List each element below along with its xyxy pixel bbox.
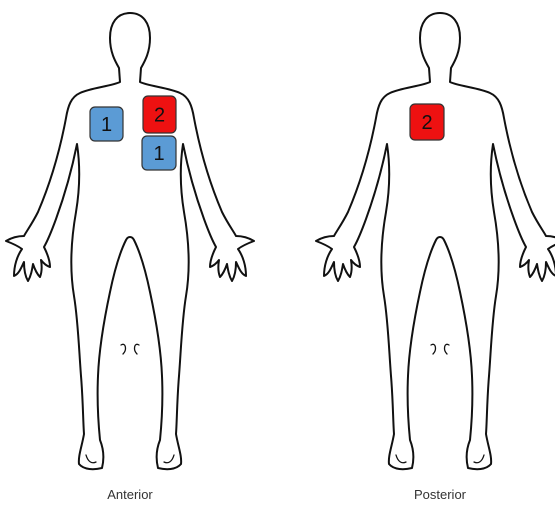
pad-number: 1 [101, 114, 112, 136]
pad-number: 1 [153, 143, 164, 165]
electrode-pad-negative: 1 [90, 107, 123, 141]
pad-number: 2 [421, 112, 432, 134]
pad-number: 2 [154, 105, 165, 127]
electrode-pad-negative: 1 [142, 136, 176, 170]
anterior-body-outline [6, 13, 254, 469]
posterior-view-label: Posterior [414, 487, 466, 502]
electrode-pad-positive: 2 [143, 96, 176, 133]
posterior-body-outline [316, 13, 555, 469]
electrode-pad-positive: 2 [410, 104, 444, 140]
anterior-view-label: Anterior [107, 487, 153, 502]
